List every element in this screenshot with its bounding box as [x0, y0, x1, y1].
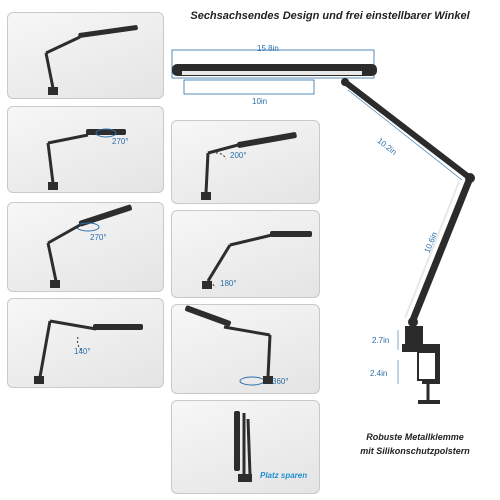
- rotation-angle-label: 180°: [220, 279, 237, 288]
- rotation-angle-label: 270°: [112, 137, 129, 146]
- light-width-label: 10in: [252, 97, 268, 106]
- lamp-illustration: [44, 25, 138, 95]
- head-width-label: 15.8in: [257, 44, 279, 53]
- pose-card-8: Platz sparen: [171, 400, 320, 494]
- pose-card-4: 140°: [7, 298, 164, 388]
- pose-card-7: 360°: [171, 304, 320, 394]
- lamp-illustration: [46, 204, 132, 288]
- pose-card-2: 270°: [7, 106, 164, 193]
- rotation-angle-label: 200°: [230, 151, 247, 160]
- pose-card-6: 180°: [171, 210, 320, 298]
- lamp-illustration: [201, 132, 297, 200]
- space-saving-label: Platz sparen: [260, 471, 308, 480]
- pose-card-1: [7, 12, 164, 99]
- pose-card-3: 270°: [7, 202, 164, 292]
- pose-card-5: 200°: [171, 120, 320, 204]
- clamp-depth-label: 2.4in: [370, 369, 388, 378]
- lamp-illustration: [46, 128, 126, 190]
- page-title: Sechsachsendes Design und frei einstellb…: [190, 10, 470, 22]
- caption-line-2: mit Silikonschutzpolstern: [360, 446, 470, 456]
- rotation-angle-label: 140°: [74, 347, 91, 356]
- caption-line-1: Robuste Metallklemme: [366, 432, 464, 442]
- lamp-illustration: [202, 231, 312, 289]
- rotation-angle-label: 360°: [272, 377, 289, 386]
- lamp-illustration: [184, 305, 273, 386]
- clamp-caption: Robuste Metallklemme mit Silikonschutzpo…: [330, 430, 500, 458]
- clamp-height-label: 2.7in: [372, 336, 390, 345]
- lamp-folded-illustration: [234, 411, 252, 482]
- rotation-angle-label: 270°: [90, 233, 107, 242]
- lamp-illustration: [34, 319, 143, 384]
